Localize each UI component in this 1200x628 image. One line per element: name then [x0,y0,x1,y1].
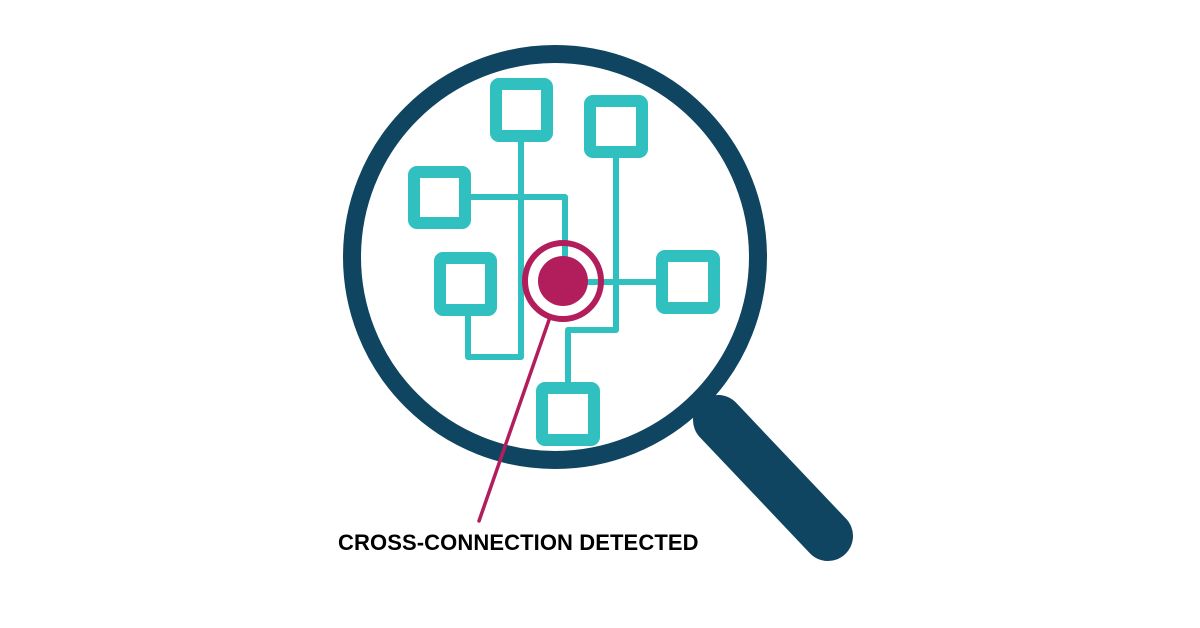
connector-top-center-left-lower [465,142,524,360]
network-node-top-center [490,78,553,142]
network-node-left-lower [434,252,497,316]
magnifier-handle [693,395,853,561]
target-ring [522,240,604,322]
caption-label: CROSS-CONNECTION DETECTED [338,530,699,555]
network-node-bottom [536,382,600,446]
network-node-top-right [584,95,648,158]
target-dot [538,256,588,306]
connector-top-right-bottom [565,158,619,382]
network-node-right [656,250,720,314]
target-marker-icon [477,240,604,523]
network-node-left-upper [408,166,471,229]
target-pointer-line [477,318,551,523]
magnifier-lens-ring [343,45,767,469]
